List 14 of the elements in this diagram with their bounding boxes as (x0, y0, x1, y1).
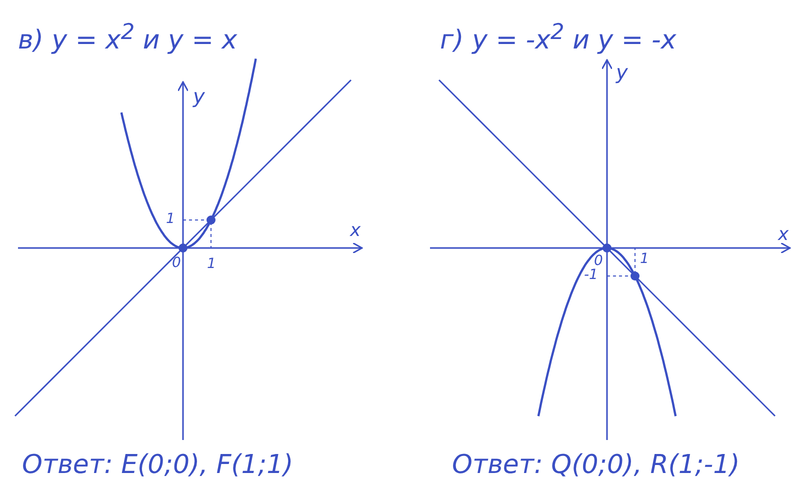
tick-label: -1 (584, 268, 598, 282)
heading: г) y = -x$^{2}$ и y = -x (440, 22, 676, 54)
tick-label: 1 (166, 212, 175, 226)
tick-label: 1 (207, 257, 216, 271)
tick-label: 1 (640, 252, 649, 266)
axis-label: y (616, 62, 628, 82)
axis-label: x (778, 226, 789, 244)
heading: в) y = x$^{2}$ и y = x (18, 22, 238, 54)
answer-text: Ответ: Q(0;0), R(1;-1) (452, 452, 740, 478)
tick-label: 0 (594, 254, 603, 268)
tick-label: 0 (172, 256, 181, 270)
axis-label: y (193, 86, 205, 106)
axis-label: x (350, 222, 361, 240)
answer-text: Ответ: E(0;0), F(1;1) (22, 452, 294, 478)
